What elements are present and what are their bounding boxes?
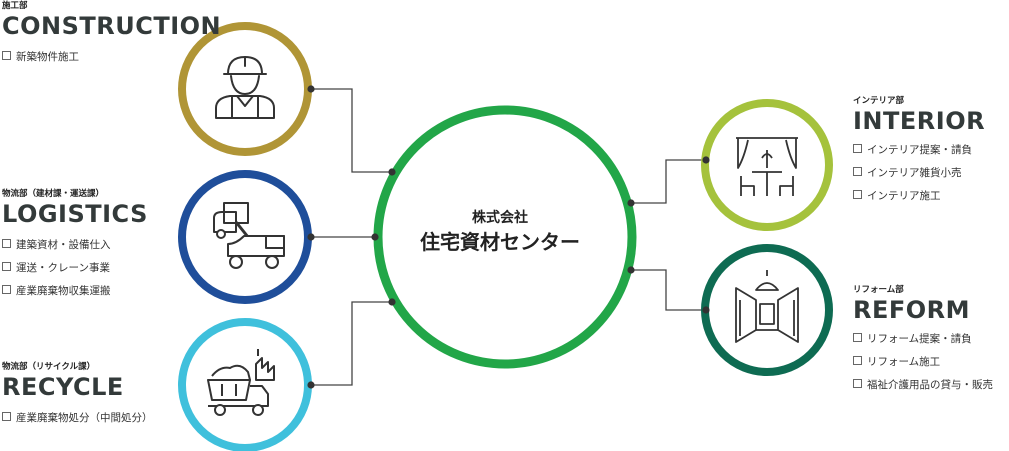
reform-items: リフォーム提案・請負 リフォーム施工 福祉介護用品の貸与・販売 [853,328,993,397]
list-item: 福祉介護用品の貸与・販売 [853,374,993,397]
logistics-items: 建築資材・設備仕入 運送・クレーン事業 産業廃棄物収集運搬 [2,234,148,303]
list-item: リフォーム提案・請負 [853,328,993,351]
dump-truck-factory-icon [207,349,275,416]
list-item: 運送・クレーン事業 [2,257,148,280]
checkbox-icon [2,51,11,60]
list-item: 産業廃棄物収集運搬 [2,280,148,303]
recycle-label: 物流部（リサイクル課） RECYCLE 産業廃棄物処分（中間処分） [2,362,153,430]
connectors [311,88,706,386]
connector-reform [631,269,706,311]
checkbox-icon [853,144,862,153]
reform-label: リフォーム部 REFORM リフォーム提案・請負 リフォーム施工 福祉介護用品の… [853,285,993,397]
list-item: インテリア雑貨小売 [853,162,985,185]
reform-sub: リフォーム部 [853,285,904,295]
dining-room-icon [736,137,798,196]
checkbox-icon [853,356,862,365]
checkbox-icon [853,167,862,176]
interior-label: インテリア部 INTERIOR インテリア提案・請負 インテリア雑貨小売 インテ… [853,96,985,208]
list-item: 建築資材・設備仕入 [2,234,148,257]
reform-title: REFORM [853,296,971,324]
logistics-title: LOGISTICS [2,200,148,228]
checkbox-icon [2,262,11,271]
checkbox-icon [853,379,862,388]
center-label: 株式会社 住宅資材センター [400,208,600,256]
construction-label: 施工部 CONSTRUCTION 新築物件施工 [2,1,221,69]
recycle-sub: 物流部（リサイクル課） [2,362,96,372]
list-item: リフォーム施工 [853,351,993,374]
company-name: 住宅資材センター [420,230,580,254]
connector-interior [631,159,706,204]
checkbox-icon [2,412,11,421]
checkbox-icon [2,285,11,294]
recycle-items: 産業廃棄物処分（中間処分） [2,407,153,430]
interior-title: INTERIOR [853,107,986,135]
hallway-icon [735,270,799,343]
list-item: 新築物件施工 [2,46,221,69]
connector-dots [307,85,710,389]
logistics-sub: 物流部（建材課・運送課） [2,189,105,199]
checkbox-icon [2,239,11,248]
company-prefix: 株式会社 [472,210,528,226]
construction-items: 新築物件施工 [2,46,221,69]
connector-construction [311,88,392,173]
checkbox-icon [853,333,862,342]
interior-items: インテリア提案・請負 インテリア雑貨小売 インテリア施工 [853,139,985,208]
construction-sub: 施工部 [2,1,28,11]
crane-truck-icon [213,202,285,269]
list-item: インテリア提案・請負 [853,139,985,162]
logistics-label: 物流部（建材課・運送課） LOGISTICS 建築資材・設備仕入 運送・クレーン… [2,189,148,303]
list-item: インテリア施工 [853,185,985,208]
interior-sub: インテリア部 [853,96,905,106]
construction-worker-icon [215,56,275,119]
reform-ring [701,244,833,376]
checkbox-icon [853,190,862,199]
connector-recycle [311,301,392,386]
construction-title: CONSTRUCTION [2,12,222,40]
list-item: 産業廃棄物処分（中間処分） [2,407,153,430]
recycle-title: RECYCLE [2,373,124,401]
